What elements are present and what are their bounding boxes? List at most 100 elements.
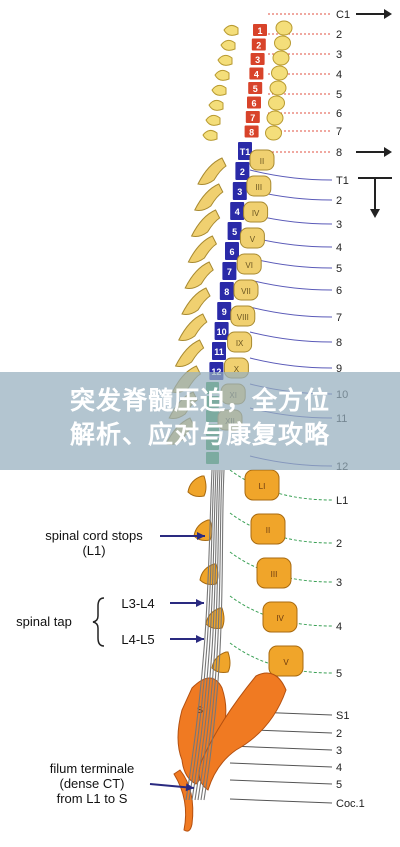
- thoracic-segment-4: [230, 202, 245, 220]
- lumbar-body-5: [268, 645, 304, 677]
- thoracic-body-label-1: II: [260, 157, 264, 166]
- thoracic-label-3: 3: [336, 219, 342, 231]
- thoracic-body-label-3: IV: [252, 209, 260, 218]
- thoracic-spinous-3: [190, 209, 221, 237]
- cervical-segment-num-5: 5: [253, 84, 258, 94]
- thoracic-leader-6: [249, 279, 333, 291]
- thoracic-spinous-5: [184, 261, 214, 289]
- cord-stops-line1: spinal cord stops: [45, 528, 143, 543]
- cervical-segment-num-8: 8: [249, 128, 254, 138]
- cervical-label-6: 6: [336, 108, 342, 120]
- thoracic-segment-9: [217, 302, 232, 320]
- cervical-body-8: [265, 125, 282, 141]
- cervical-segment-6: [247, 96, 261, 109]
- thoracic-body-label-5: VI: [245, 261, 253, 270]
- thoracic-leader-5: [249, 257, 333, 269]
- lumbar-label-1: L1: [336, 495, 348, 507]
- cervical-label-7: 7: [336, 126, 342, 138]
- thoracic-segment-num-10: 10: [217, 327, 227, 337]
- right-arrow-icon-cord-stops-head: [197, 532, 205, 540]
- cervical-segment-2: [251, 38, 266, 51]
- sacral-label-3: 3: [336, 745, 342, 757]
- sacral-label-6: Coc.1: [336, 798, 365, 810]
- cervical-segment-4: [249, 67, 264, 80]
- thoracic-segment-num-8: 8: [224, 287, 229, 297]
- cervical-segment-num-6: 6: [251, 99, 256, 109]
- cervical-spinous-4: [214, 69, 230, 81]
- cauda-equina-root-6: [200, 469, 223, 801]
- lumbar-spinous-1: [187, 475, 207, 497]
- thoracic-body-8: [227, 331, 253, 353]
- lumbar-body-3: [256, 557, 292, 589]
- cervical-body-6: [268, 95, 285, 111]
- thoracic-spinous-1: [197, 157, 227, 185]
- thoracic-segment-num-2: 2: [240, 167, 245, 177]
- banner-title-line1: 突发脊髓压迫，全方位: [69, 386, 330, 415]
- cervical-spinous-6: [208, 99, 224, 111]
- cauda-equina-root-4: [194, 469, 219, 801]
- thoracic-body-5: [236, 253, 262, 275]
- cervical-segment-3: [250, 53, 265, 65]
- thoracic-segment-num-6: 6: [229, 247, 234, 257]
- thoracic-body-label-7: VIII: [237, 313, 249, 322]
- lumbar-body-1: [244, 469, 280, 501]
- l4-l5-label: L4-L5: [121, 632, 155, 647]
- thoracic-segment-8: [219, 282, 234, 300]
- thoracic-segment-num-5: 5: [232, 227, 237, 237]
- thoracic-body-1: [249, 149, 275, 171]
- thoracic-segment-6: [225, 242, 239, 260]
- sacral-leader-4: [229, 762, 333, 768]
- thoracic-segment-num-9: 9: [222, 307, 227, 317]
- cervical-spinous-3: [217, 54, 233, 66]
- cauda-equina-root-5: [197, 469, 221, 801]
- thoracic-body-3: [243, 201, 269, 223]
- cervical-body-3: [272, 50, 290, 66]
- cervical-segment-5: [248, 82, 263, 94]
- thoracic-label-6: 6: [336, 285, 342, 297]
- lumbar-label-2: 2: [336, 538, 342, 550]
- thoracic-leader-1: [249, 169, 333, 181]
- cervical-body-1: [275, 20, 293, 36]
- thoracic-body-6: [233, 279, 259, 301]
- down-arrow-icon-head: [370, 209, 380, 218]
- cervical-label-1: C1: [336, 9, 350, 21]
- cervical-label-5: 5: [336, 89, 342, 101]
- cervical-body-7: [266, 110, 284, 126]
- thoracic-spinous-2: [194, 183, 224, 211]
- lumbar-body-label-5: V: [283, 658, 289, 667]
- cervical-spinous-8: [202, 129, 218, 141]
- cervical-body-5: [269, 80, 287, 96]
- right-arrow-icon-c1-head: [384, 9, 392, 19]
- cervical-label-3: 3: [336, 49, 342, 61]
- spinal-tap-brace: [92, 597, 105, 647]
- thoracic-body-label-9: X: [234, 365, 240, 374]
- lumbar-body-label-2: II: [266, 526, 270, 535]
- lumbar-body-4: [262, 601, 298, 633]
- cervical-segment-7: [245, 111, 260, 123]
- sacral-label-2: 2: [336, 728, 342, 740]
- lumbar-body-label-4: IV: [276, 614, 284, 623]
- thoracic-spinous-6: [181, 287, 211, 315]
- thoracic-label-2: 2: [336, 195, 342, 207]
- right-arrow-icon-l4l5-head: [196, 635, 204, 643]
- cervical-segment-num-1: 1: [257, 26, 262, 36]
- thoracic-leader-9: [249, 357, 333, 369]
- l3-l4-label: L3-L4: [121, 596, 155, 611]
- filum-line2: (dense CT): [59, 776, 125, 791]
- thoracic-body-label-6: VII: [241, 287, 251, 296]
- lumbar-label-3: 3: [336, 577, 342, 589]
- cervical-segment-num-7: 7: [250, 113, 255, 123]
- thoracic-body-4: [239, 227, 265, 249]
- thoracic-segment-num-7: 7: [227, 267, 232, 277]
- thoracic-segment-num-11: 11: [214, 347, 224, 357]
- sacral-label-5: 5: [336, 779, 342, 791]
- cervical-spinous-7: [205, 114, 221, 126]
- thoracic-segment-10: [214, 322, 229, 340]
- cervical-spinous-1: [223, 24, 239, 36]
- cervical-spinous-2: [220, 39, 236, 51]
- filum-note: filum terminale (dense CT) from L1 to S: [22, 761, 162, 806]
- thoracic-body-label-8: IX: [236, 339, 244, 348]
- lumbar-body-label-1: LI: [259, 482, 266, 491]
- cervical-segment-1: [253, 24, 267, 36]
